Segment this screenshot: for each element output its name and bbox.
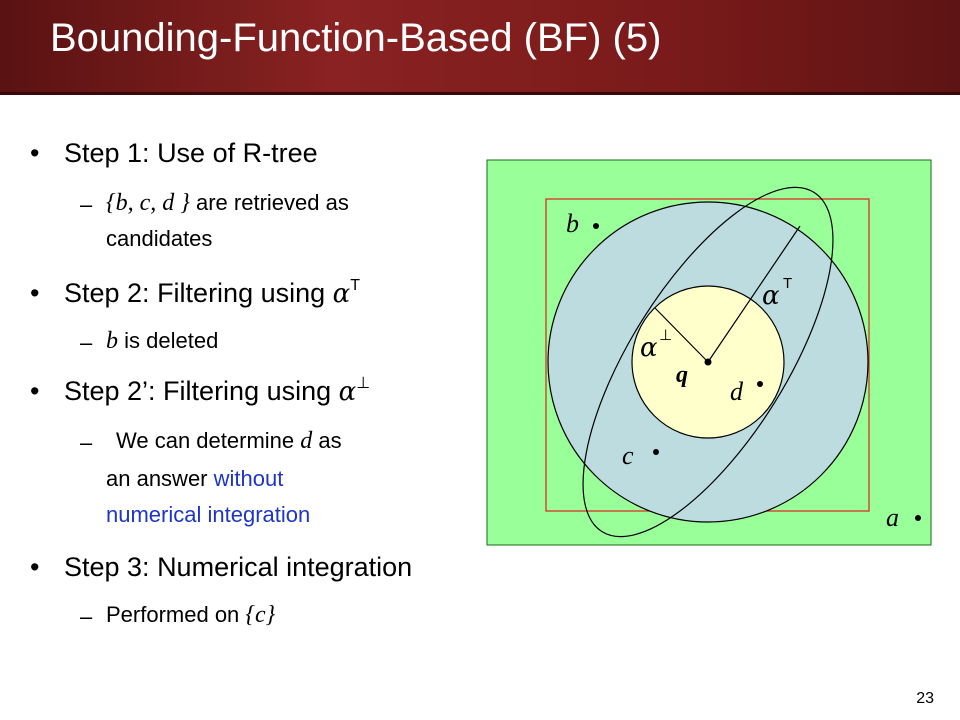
step2-sub: b is deleted (106, 328, 218, 355)
var-d: d (300, 428, 313, 454)
dash: – (80, 192, 93, 217)
step2p-sub-text2: as (318, 428, 342, 453)
top-radius-line (707, 225, 801, 363)
set-c: {c} (245, 602, 276, 628)
perp-mark: ⊥ (356, 375, 371, 392)
alpha-bottom-mark: ⊥ (659, 326, 672, 344)
step2p-sub-blue1: without (213, 466, 284, 491)
step2p-sub-blue2: numerical integration (106, 502, 311, 527)
perp-radius-line (654, 307, 709, 363)
point-b (593, 223, 599, 229)
step1-sub: {b, c, d } are retrieved as (106, 190, 349, 217)
dash: – (80, 604, 93, 629)
step2-text: Step 2: Filtering using (64, 278, 326, 308)
alpha-top-mark: T (783, 275, 792, 292)
step3-sub-text: Performed on (106, 602, 240, 627)
alpha-symbol: α (338, 377, 357, 407)
step2p-line: Step 2’: Filtering using α⊥ (64, 375, 371, 407)
label-c: c (622, 441, 634, 470)
bullet-dot: • (30, 278, 40, 308)
step1-sub-text1: are retrieved as (195, 190, 349, 215)
step2-sub-text: is deleted (124, 328, 219, 353)
step2p-text: Step 2’: Filtering using (64, 376, 332, 406)
step2p-sub-text3: an answer (106, 466, 208, 491)
dash: – (80, 430, 93, 455)
step3-sub: Performed on {c} (106, 602, 275, 629)
dash: – (80, 330, 93, 355)
slide-title: Bounding-Function-Based (BF) (5) (50, 16, 662, 60)
label-d: d (730, 377, 744, 406)
bullet-dot: • (30, 138, 40, 168)
label-a: a (886, 503, 899, 532)
page-number: 23 (916, 690, 934, 707)
step1-text: Step 1: Use of R-tree (64, 138, 318, 168)
point-c (653, 449, 659, 455)
step1-sub-text2: candidates (106, 226, 213, 251)
label-b: b (566, 209, 579, 238)
alpha-symbol: α (332, 279, 351, 309)
var-b: b (106, 328, 118, 354)
point-q (704, 358, 712, 366)
point-d (757, 381, 763, 387)
top-mark: T (350, 277, 360, 294)
step2p-sub: We can determine d as (116, 428, 342, 455)
step2p-sub-text1: We can determine (116, 428, 295, 453)
step3-text: Step 3: Numerical integration (64, 552, 413, 582)
bullet-dot: • (30, 552, 40, 582)
bullet-dot: • (30, 376, 40, 406)
label-q: q (676, 362, 688, 388)
ellipse (582, 186, 834, 538)
point-a (915, 515, 921, 521)
alpha-bottom-symbol: α (640, 333, 658, 363)
step2p-sub-line2: an answer without (106, 466, 283, 492)
title-bar: Bounding-Function-Based (BF) (5) (0, 0, 960, 95)
candidate-set: {b, c, d } (106, 190, 190, 216)
alpha-top-symbol: α (762, 281, 780, 311)
step2-line: Step 2: Filtering using αT (64, 277, 360, 309)
